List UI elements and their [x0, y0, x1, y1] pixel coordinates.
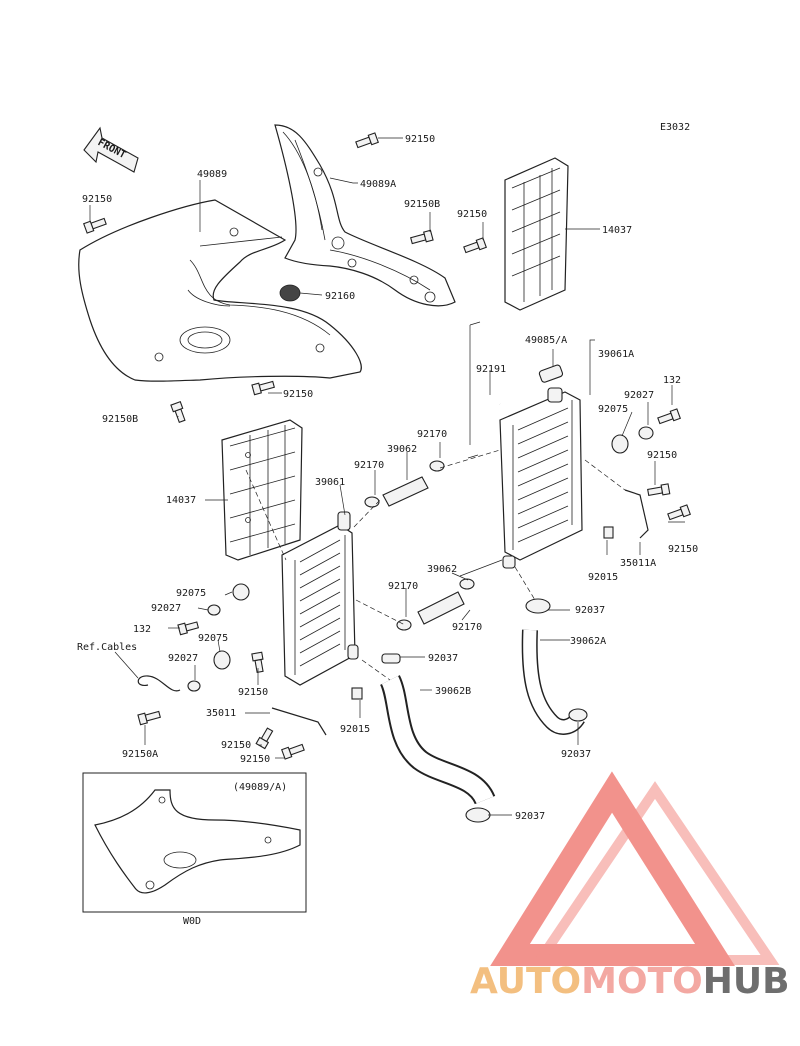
leader-lines [89, 137, 685, 816]
radiator-screen-left [221, 419, 303, 561]
hose-clamp-icon [364, 460, 588, 823]
part-label: 39062A [570, 636, 606, 647]
part-label: 35011A [620, 558, 656, 569]
part-label: 35011 [206, 708, 236, 719]
bolt-icon [83, 132, 691, 760]
part-label: 92027 [151, 603, 181, 614]
part-label: 92170 [354, 460, 384, 471]
hose-39062-upper [382, 476, 429, 507]
part-label: 92075 [198, 633, 228, 644]
part-label: 92150 [405, 134, 435, 145]
grommet-icon [187, 284, 654, 692]
part-label: 132 [663, 375, 681, 386]
part-label: 92150 [457, 209, 487, 220]
hose-39062B [379, 675, 496, 806]
part-label: 92027 [624, 390, 654, 401]
part-label: 92150 [221, 740, 251, 751]
part-labels: 92150 49089A 49089 92150 92150B 92150 14… [77, 134, 698, 822]
part-label: 92015 [340, 724, 370, 735]
part-label: 92170 [417, 429, 447, 440]
part-label: 92170 [388, 581, 418, 592]
part-label: 92015 [588, 572, 618, 583]
part-label: 92037 [428, 653, 458, 664]
inset-title: (49089/A) [233, 782, 287, 793]
part-label: 39061 [315, 477, 345, 488]
part-label: 92160 [325, 291, 355, 302]
radiator-left [281, 511, 359, 686]
part-label: 92075 [598, 404, 628, 415]
part-label: 132 [133, 624, 151, 635]
part-label: 92037 [515, 811, 545, 822]
part-label: 92037 [575, 605, 605, 616]
part-label: 92150 [238, 687, 268, 698]
part-label: 92191 [476, 364, 506, 375]
part-label: 92150B [102, 414, 138, 425]
part-label: 92075 [176, 588, 206, 599]
part-label: 49085/A [525, 335, 567, 346]
radiator-shroud-left [78, 199, 362, 382]
part-label: 39061A [598, 349, 634, 360]
part-label: 92150 [82, 194, 112, 205]
bracket-icon [137, 489, 649, 736]
hose-39062A [521, 629, 585, 735]
part-label: 92150 [647, 450, 677, 461]
radiator-right [499, 364, 583, 569]
hose-39062-lower [417, 591, 465, 625]
part-label: 92037 [561, 749, 591, 760]
part-label: 39062 [427, 564, 457, 575]
diagram-code: E3032 [660, 122, 690, 133]
part-label: 92150 [668, 544, 698, 555]
inset-shroud [94, 789, 301, 894]
part-label: 39062 [387, 444, 417, 455]
logo-triangle-mark [490, 771, 780, 966]
automotohub-logo: AUTOMOTOHUB [470, 771, 790, 1002]
part-label: 49089 [197, 169, 227, 180]
nut-icon [351, 526, 614, 700]
part-label: 92150 [240, 754, 270, 765]
hose-92191 [480, 398, 502, 455]
logo-word-moto: MOTO [581, 961, 703, 1002]
radiator-shroud-right [274, 124, 456, 307]
part-label: 92150A [122, 749, 158, 760]
part-label: 92027 [168, 653, 198, 664]
part-label: Ref.Cables [77, 642, 137, 653]
front-arrow-icon: FRONT [83, 126, 139, 173]
inset-caption: W0D [183, 916, 201, 927]
logo-word-auto: AUTO [470, 961, 581, 1002]
logo-text: AUTOMOTOHUB [470, 961, 790, 1002]
part-label: 92150B [404, 199, 440, 210]
part-label: 92170 [452, 622, 482, 633]
part-label: 14037 [166, 495, 196, 506]
part-label: 49089A [360, 179, 396, 190]
logo-word-hub: HUB [703, 961, 790, 1002]
inset-box: (49089/A) W0D [82, 772, 307, 927]
radiator-screen-right [504, 157, 569, 311]
part-label: 92150 [283, 389, 313, 400]
part-label: 39062B [435, 686, 471, 697]
part-label: 14037 [602, 225, 632, 236]
